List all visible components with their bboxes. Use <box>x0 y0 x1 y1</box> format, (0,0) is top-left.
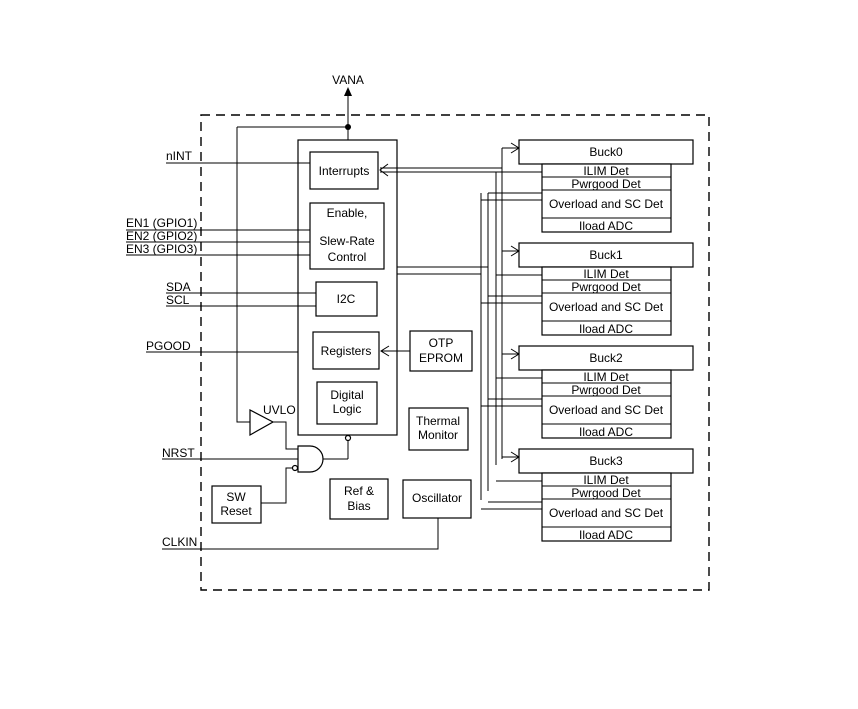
en2-label: EN2 (GPIO2) <box>126 229 197 243</box>
uvlo-label: UVLO <box>263 403 296 417</box>
sw-reset-block <box>211 485 262 524</box>
buck-title: Buck2 <box>589 351 623 365</box>
ilim-det-label: ILIM Det <box>583 370 629 384</box>
buck-detector-box <box>541 369 672 439</box>
buck-title: Buck0 <box>589 145 623 159</box>
buck-regulator-2: Buck2 ILIM Det Pwrgood Det Overload and … <box>518 345 694 439</box>
digital-logic-label-1: Digital <box>330 388 363 402</box>
pgood-label: PGOOD <box>146 339 191 353</box>
digital-logic-label-2: Logic <box>333 402 362 416</box>
ref-bias-block <box>329 478 389 520</box>
ilim-det-label: ILIM Det <box>583 473 629 487</box>
digital-logic-block <box>316 381 378 425</box>
sda-label: SDA <box>166 280 191 294</box>
iload-adc-label: Iload ADC <box>579 322 633 336</box>
reset-and-gate <box>297 445 324 473</box>
thermal-label-1: Thermal <box>416 414 460 428</box>
nint-label: nINT <box>166 149 193 163</box>
uvlo-sense-line <box>236 127 250 423</box>
enable-label-3: Control <box>328 250 367 264</box>
interrupts-arrow <box>379 163 389 177</box>
buck-regulator-0: Buck0 ILIM Det Pwrgood Det Overload and … <box>518 139 694 233</box>
interrupts-block <box>309 151 379 190</box>
buck-regulator-3: Buck3 ILIM Det Pwrgood Det Overload and … <box>518 448 694 542</box>
vana-arrow <box>344 87 352 96</box>
enable-block <box>309 202 385 270</box>
iload-adc-label: Iload ADC <box>579 528 633 542</box>
buck-title: Buck1 <box>589 248 623 262</box>
clkin-label: CLKIN <box>162 535 197 549</box>
interrupts-label: Interrupts <box>319 164 370 178</box>
ilim-det-label: ILIM Det <box>583 267 629 281</box>
iload-adc-label: Iload ADC <box>579 219 633 233</box>
buck-detector-box <box>541 163 672 233</box>
registers-block <box>312 331 380 370</box>
ref-bias-label-2: Bias <box>347 499 370 513</box>
sw-reset-bubble <box>291 464 299 472</box>
vana-label: VANA <box>332 73 364 87</box>
uvlo-buffer <box>249 409 275 437</box>
sw-reset-label-2: Reset <box>220 504 252 518</box>
pwrgood-det-label: Pwrgood Det <box>571 486 641 500</box>
buck-taps <box>481 142 542 510</box>
ilim-det-label: ILIM Det <box>583 164 629 178</box>
thermal-monitor-block <box>408 407 469 451</box>
buck-detector-box <box>541 266 672 336</box>
i2c-label: I2C <box>337 292 356 306</box>
registers-label: Registers <box>321 344 372 358</box>
pwrgood-det-label: Pwrgood Det <box>571 177 641 191</box>
buck-title-box <box>518 139 694 165</box>
sw-reset-line <box>261 467 292 504</box>
clkin-line <box>162 518 439 550</box>
otp-label-1: OTP <box>429 336 454 350</box>
buck-title: Buck3 <box>589 454 623 468</box>
buck-detector-box <box>541 472 672 542</box>
otp-arrow <box>380 345 390 357</box>
iload-adc-label: Iload ADC <box>579 425 633 439</box>
enable-label-1: Enable, <box>327 206 368 220</box>
buck-regulator-1: Buck1 ILIM Det Pwrgood Det Overload and … <box>518 242 694 336</box>
thermal-label-2: Monitor <box>418 428 458 442</box>
pwrgood-det-label: Pwrgood Det <box>571 383 641 397</box>
en1-label: EN1 (GPIO1) <box>126 216 197 230</box>
sw-reset-label-1: SW <box>226 490 246 504</box>
uvlo-to-gate-line <box>273 421 298 450</box>
nrst-label: NRST <box>162 446 195 460</box>
pwrgood-det-label: Pwrgood Det <box>571 280 641 294</box>
overload-sc-det-label: Overload and SC Det <box>549 300 664 314</box>
otp-label-2: EPROM <box>419 351 463 365</box>
buck-regulators: Buck0 ILIM Det Pwrgood Det Overload and … <box>518 139 694 542</box>
overload-sc-det-label: Overload and SC Det <box>549 403 664 417</box>
overload-sc-det-label: Overload and SC Det <box>549 506 664 520</box>
ref-bias-label-1: Ref & <box>344 484 374 498</box>
scl-label: SCL <box>166 293 190 307</box>
i2c-block <box>315 281 378 317</box>
core-reset-bubble <box>344 434 352 442</box>
enable-label-2: Slew-Rate <box>319 234 375 248</box>
oscillator-block <box>402 479 472 519</box>
en3-label: EN3 (GPIO3) <box>126 242 197 256</box>
buck-title-box <box>518 448 694 474</box>
oscillator-label: Oscillator <box>412 491 462 505</box>
overload-sc-det-label: Overload and SC Det <box>549 197 664 211</box>
